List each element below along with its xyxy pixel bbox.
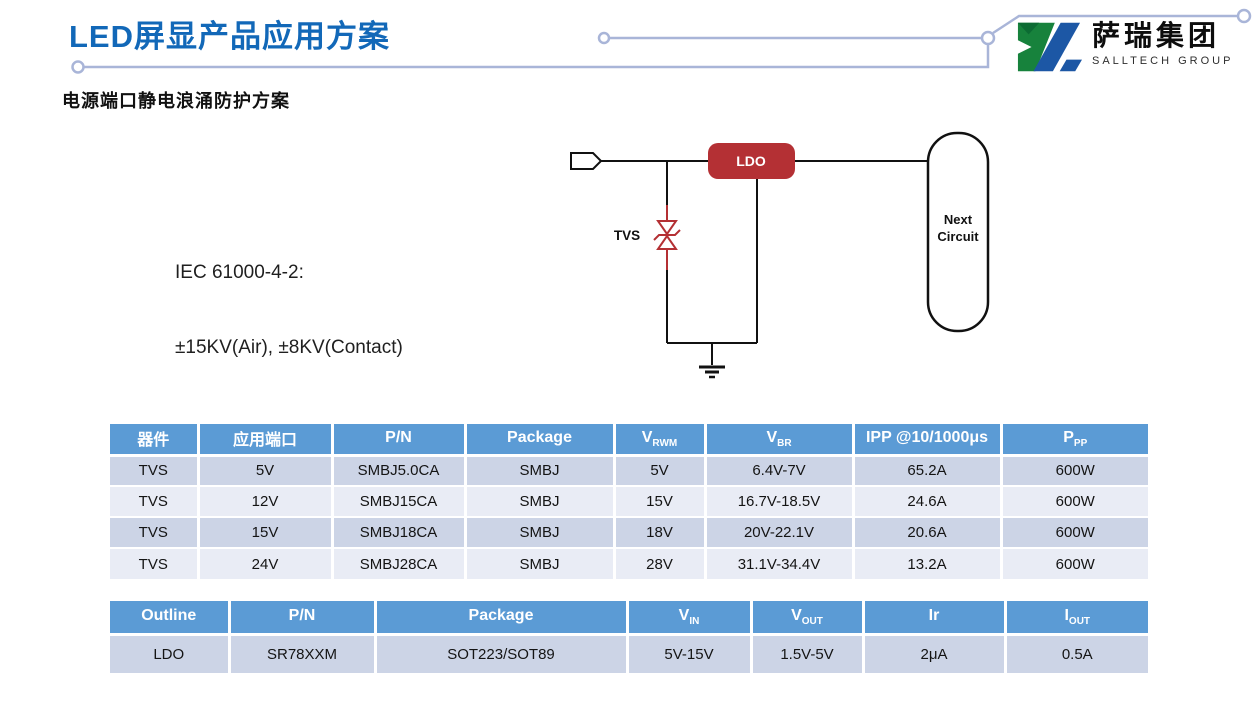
logo-name-cn: 萨瑞集团 — [1092, 20, 1221, 51]
tvs-table: 器件 应用端口 P/N Package VRWM VBR IPP @10/100… — [110, 424, 1148, 579]
table-cell: SMBJ5.0CA — [330, 454, 465, 486]
decor-node-icon — [71, 60, 85, 74]
table-cell: 20V-22.1V — [703, 516, 853, 548]
table2-header-pn: P/N — [227, 601, 375, 636]
next-circuit-label-line1: Next — [944, 212, 973, 227]
table1-header-package: Package — [463, 424, 614, 457]
table2-header-iout: IOUT — [1003, 601, 1148, 636]
spec-esd-value: ±15KV(Air), ±8KV(Contact) — [175, 337, 403, 358]
spec-esd-title: IEC 61000-4-2: — [175, 262, 304, 283]
table1-header-pn: P/N — [330, 424, 465, 457]
table-cell: TVS — [110, 516, 198, 548]
table-cell: SMBJ18CA — [330, 516, 465, 548]
table-row: TVS 15V SMBJ18CA SMBJ 18V 20V-22.1V 20.6… — [110, 516, 1148, 548]
table-cell: 1.5V-5V — [749, 633, 863, 673]
table-cell: LDO — [110, 633, 229, 673]
tvs-label: TVS — [614, 228, 640, 243]
table-cell: 2μA — [861, 633, 1005, 673]
logo-mark-icon — [1017, 22, 1082, 72]
table2-header-outline: Outline — [110, 601, 229, 636]
table1-header-vbr: VBR — [703, 424, 853, 457]
table-cell: 600W — [999, 485, 1148, 517]
table-cell: SMBJ — [463, 485, 614, 517]
table-cell: 600W — [999, 454, 1148, 486]
table-cell: TVS — [110, 454, 198, 486]
logo-name-en: SALLTECH GROUP — [1092, 55, 1234, 67]
table-cell: 5V — [196, 454, 332, 486]
table1-header-ppp: PPP — [999, 424, 1148, 457]
protection-circuit-diagram: TVS LDO Next Circuit — [570, 131, 990, 379]
decor-node-icon — [1236, 8, 1252, 24]
table1-header-vrwm: VRWM — [612, 424, 705, 457]
table1-header-row: 器件 应用端口 P/N Package VRWM VBR IPP @10/100… — [110, 424, 1148, 457]
spec-esd: IEC 61000-4-2: ±15KV(Air), ±8KV(Contact) — [175, 210, 418, 410]
table-cell: SR78XXM — [227, 633, 375, 673]
table-row: TVS 5V SMBJ5.0CA SMBJ 5V 6.4V-7V 65.2A 6… — [110, 454, 1148, 486]
table-cell: TVS — [110, 547, 198, 579]
table-cell: SMBJ — [463, 516, 614, 548]
ldo-block — [708, 143, 795, 179]
company-logo: 萨瑞集团 SALLTECH GROUP — [1016, 20, 1233, 74]
table-cell: 18V — [612, 516, 705, 548]
table-cell: 24.6A — [851, 485, 1001, 517]
table2-header-ir: Ir — [861, 601, 1005, 636]
table-cell: 28V — [612, 547, 705, 579]
ldo-table: Outline P/N Package VIN VOUT Ir IOUT LDO… — [110, 601, 1148, 673]
table-cell: 15V — [612, 485, 705, 517]
table-cell: 6.4V-7V — [703, 454, 853, 486]
table-cell: 0.5A — [1003, 633, 1148, 673]
input-connector-icon — [570, 152, 603, 170]
table-cell: 600W — [999, 547, 1148, 579]
table-cell: SOT223/SOT89 — [373, 633, 627, 673]
table-cell: SMBJ28CA — [330, 547, 465, 579]
table-cell: 16.7V-18.5V — [703, 485, 853, 517]
table2-header-row: Outline P/N Package VIN VOUT Ir IOUT — [110, 601, 1148, 636]
table-cell: 31.1V-34.4V — [703, 547, 853, 579]
table-row: LDO SR78XXM SOT223/SOT89 5V-15V 1.5V-5V … — [110, 633, 1148, 673]
ground-icon — [699, 365, 725, 379]
table-cell: 600W — [999, 516, 1148, 548]
table-cell: 5V — [612, 454, 705, 486]
table-cell: SMBJ15CA — [330, 485, 465, 517]
next-circuit-label-line2: Circuit — [937, 229, 979, 244]
table-cell: SMBJ — [463, 547, 614, 579]
table-row: TVS 24V SMBJ28CA SMBJ 28V 31.1V-34.4V 13… — [110, 547, 1148, 579]
table2-header-vout: VOUT — [749, 601, 863, 636]
tvs-diode-icon — [653, 205, 681, 270]
ldo-label: LDO — [736, 153, 766, 169]
table-cell: 20.6A — [851, 516, 1001, 548]
table1-header-port: 应用端口 — [196, 424, 332, 457]
table-cell: TVS — [110, 485, 198, 517]
page-title: LED屏显产品应用方案 — [69, 19, 390, 54]
table-cell: 12V — [196, 485, 332, 517]
section-subtitle: 电源端口静电浪涌防护方案 — [62, 91, 290, 111]
table2-header-package: Package — [373, 601, 627, 636]
table-cell: 65.2A — [851, 454, 1001, 486]
decor-node-icon — [597, 31, 611, 45]
table-cell: 5V-15V — [625, 633, 751, 673]
table1-header-device: 器件 — [110, 424, 198, 457]
table2-header-vin: VIN — [625, 601, 751, 636]
table1-header-ipp: IPP @10/1000μs — [851, 424, 1001, 457]
table-row: TVS 12V SMBJ15CA SMBJ 15V 16.7V-18.5V 24… — [110, 485, 1148, 517]
table-cell: 24V — [196, 547, 332, 579]
next-circuit-block — [926, 131, 990, 333]
decor-node-icon — [980, 30, 996, 46]
table-cell: SMBJ — [463, 454, 614, 486]
table-cell: 15V — [196, 516, 332, 548]
table-cell: 13.2A — [851, 547, 1001, 579]
